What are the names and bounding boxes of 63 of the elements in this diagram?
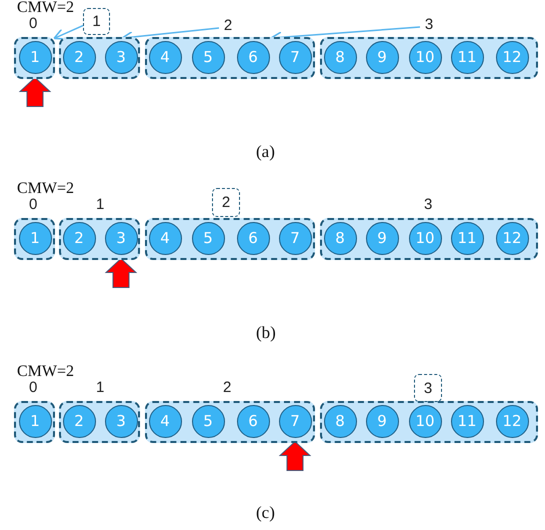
group-box xyxy=(145,37,315,79)
group-number: 1 xyxy=(96,196,104,213)
numbered-circle: 2 xyxy=(62,222,96,254)
numbered-circle: 1 xyxy=(18,222,52,254)
group-number: 3 xyxy=(424,196,432,213)
group-box xyxy=(59,37,140,79)
numbered-circle: 1 xyxy=(18,40,52,74)
numbered-circle: 7 xyxy=(278,222,312,254)
numbered-circle: 5 xyxy=(192,222,224,254)
numbered-circle: 12 xyxy=(496,40,528,74)
group-number: 3 xyxy=(420,14,438,34)
numbered-circle: 8 xyxy=(324,404,356,438)
numbered-circle: 4 xyxy=(148,40,182,74)
highlighted-number: 3 xyxy=(414,374,442,402)
numbered-circle: 12 xyxy=(496,404,528,438)
numbered-circle: 7 xyxy=(278,40,312,74)
block-arrow xyxy=(278,440,312,471)
numbered-circle: 11 xyxy=(450,40,484,74)
numbered-circle: 3 xyxy=(104,404,138,438)
numbered-circle: 11 xyxy=(450,404,484,438)
numbered-circle: 10 xyxy=(408,404,442,438)
numbered-circle: 5 xyxy=(192,404,224,438)
group-box xyxy=(320,37,538,79)
numbered-circle: 9 xyxy=(366,222,398,254)
numbered-circle: 3 xyxy=(104,222,138,254)
numbered-circle: 10 xyxy=(408,40,442,74)
numbered-circle: 6 xyxy=(236,40,270,74)
parameter-label: CMW=2 xyxy=(17,364,74,380)
numbered-circle: 9 xyxy=(366,404,398,438)
group-number: 0 xyxy=(29,196,38,213)
numbered-circle: 5 xyxy=(192,40,224,74)
numbered-circle: 2 xyxy=(62,404,96,438)
arrow xyxy=(53,24,84,40)
numbered-circle: 10 xyxy=(408,222,442,254)
group-number: 2 xyxy=(223,379,232,396)
group-box xyxy=(145,218,315,260)
numbered-circle: 3 xyxy=(104,40,138,74)
numbered-circle: 8 xyxy=(324,222,356,254)
numbered-circle: 11 xyxy=(450,222,484,254)
group-number: 0 xyxy=(29,379,38,396)
group-number: 2 xyxy=(219,15,237,35)
group-box xyxy=(320,401,538,443)
numbered-circle: 6 xyxy=(236,404,270,438)
group-number: 0 xyxy=(29,15,38,32)
numbered-circle: 7 xyxy=(278,404,312,438)
numbered-circle: 6 xyxy=(236,222,270,254)
numbered-circle: 12 xyxy=(496,222,528,254)
numbered-circle: 9 xyxy=(366,40,398,74)
parameter-label: CMW=2 xyxy=(17,0,74,16)
highlighted-number: 1 xyxy=(83,8,110,35)
numbered-circle: 4 xyxy=(148,404,182,438)
numbered-circle: 2 xyxy=(62,40,96,74)
block-arrow xyxy=(18,76,52,107)
panel-caption: (b) xyxy=(256,324,276,341)
panel-caption: (c) xyxy=(256,504,275,521)
numbered-circle: 1 xyxy=(18,404,52,438)
numbered-circle: 4 xyxy=(148,222,182,254)
numbered-circle: 8 xyxy=(324,40,356,74)
block-arrow xyxy=(104,258,138,288)
highlighted-number: 2 xyxy=(212,188,240,217)
group-number: 1 xyxy=(96,379,104,396)
parameter-label: CMW=2 xyxy=(17,181,74,197)
panel-caption: (a) xyxy=(256,143,275,160)
